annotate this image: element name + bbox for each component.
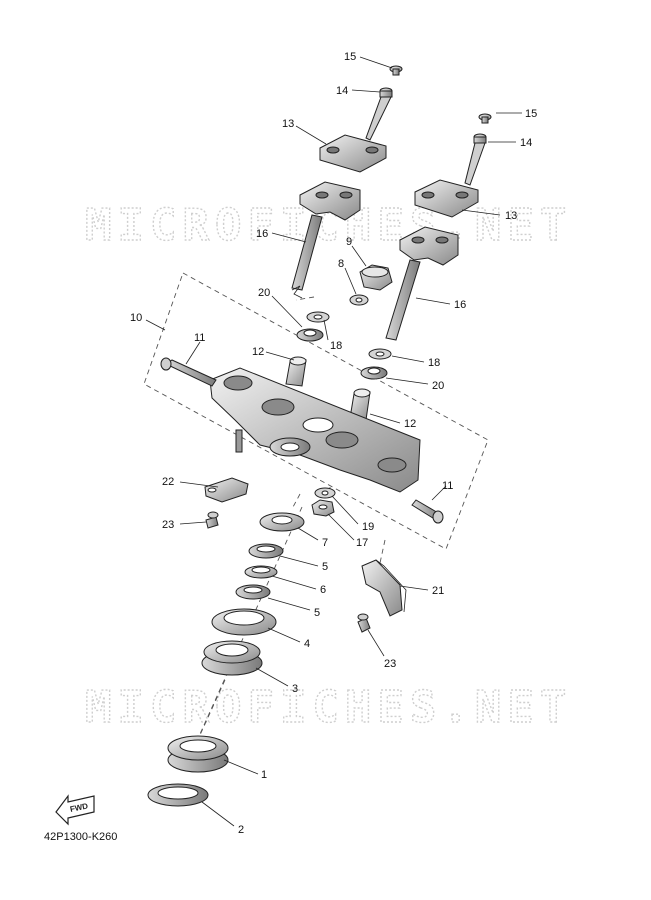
callout-3: 3 (292, 683, 298, 695)
callout-18-right: 18 (428, 357, 440, 369)
lower-holder-left (299, 181, 361, 221)
assembly-outline (143, 272, 489, 550)
bolt-23-left (205, 511, 219, 529)
pinch-bolt-11-left (160, 357, 217, 387)
washer-18-left (306, 311, 330, 323)
watermark-bottom: MICROFICHES.NET (85, 682, 572, 733)
callout-7: 7 (322, 537, 328, 549)
bolt-14-left (365, 87, 393, 141)
lower-holder-right (399, 226, 459, 266)
upper-holder-13-left (319, 134, 387, 173)
callout-4: 4 (304, 638, 310, 650)
callout-2: 2 (238, 824, 244, 836)
bushing-12-left (285, 356, 307, 387)
bolt-23-right (357, 613, 371, 633)
callout-19: 19 (362, 521, 374, 533)
callout-18-left: 18 (330, 340, 342, 352)
callout-10: 10 (130, 312, 142, 324)
callout-22: 22 (162, 476, 174, 488)
damper-20-right (360, 366, 388, 380)
callout-1: 1 (261, 769, 267, 781)
ring-nut-5-lower (235, 584, 271, 600)
leader-lines (145, 56, 522, 827)
bearing-1 (167, 735, 229, 773)
stud-bolt-16-left (291, 214, 323, 299)
callout-6: 6 (320, 584, 326, 596)
callout-12-left: 12 (252, 346, 264, 358)
callout-14-left: 14 (336, 85, 348, 97)
callout-9: 9 (346, 236, 352, 248)
upper-holder-13-right (414, 179, 479, 218)
callout-8: 8 (338, 258, 344, 270)
cap-15-right (478, 113, 492, 124)
callout-15-left: 15 (344, 51, 356, 63)
callout-11-upper: 11 (194, 332, 205, 344)
bracket-21 (361, 559, 407, 617)
upper-bracket-10 (209, 367, 421, 493)
callout-21: 21 (432, 585, 444, 597)
callout-5-lower: 5 (314, 607, 320, 619)
callout-14-right: 14 (520, 137, 532, 149)
bushing-12-right (349, 388, 371, 421)
bolt-14-right (464, 133, 487, 186)
diagram-code: 42P1300-K260 (44, 831, 117, 843)
bearing-3 (201, 640, 263, 676)
stud-bolt-16-right (385, 259, 421, 341)
seal-2 (147, 783, 209, 807)
clamp-22 (204, 477, 249, 503)
callout-23-left: 23 (162, 519, 174, 531)
callout-16-left: 16 (256, 228, 268, 240)
callout-17: 17 (356, 537, 368, 549)
callout-12-right: 12 (404, 418, 416, 430)
callout-11-lower: 11 (442, 480, 453, 492)
callout-13-right: 13 (505, 210, 517, 222)
callouts: 15 14 13 15 14 13 16 9 8 16 20 10 18 11 … (130, 51, 537, 836)
callout-13-left: 13 (282, 118, 294, 130)
washer-7 (259, 512, 305, 532)
cover-4 (211, 608, 277, 636)
callout-5-upper: 5 (322, 561, 328, 573)
damper-20-left (296, 328, 324, 342)
washer-19 (314, 487, 336, 499)
callout-20-right: 20 (432, 380, 444, 392)
cap-15-left (389, 65, 403, 76)
fwd-label: FWD (69, 801, 89, 814)
pinch-bolt-11-right (411, 499, 444, 524)
forward-arrow-icon: FWD (55, 794, 95, 826)
washer-18-right (368, 348, 392, 360)
callout-20-left: 20 (258, 287, 270, 299)
callout-15-right: 15 (525, 108, 537, 120)
callout-16-right: 16 (454, 299, 466, 311)
cap-nut-9 (359, 264, 393, 291)
washer-8 (349, 294, 369, 306)
washer-6 (244, 565, 278, 579)
ring-nut-5-upper (248, 543, 284, 559)
callout-23-right: 23 (384, 658, 396, 670)
nut-17 (311, 499, 335, 517)
